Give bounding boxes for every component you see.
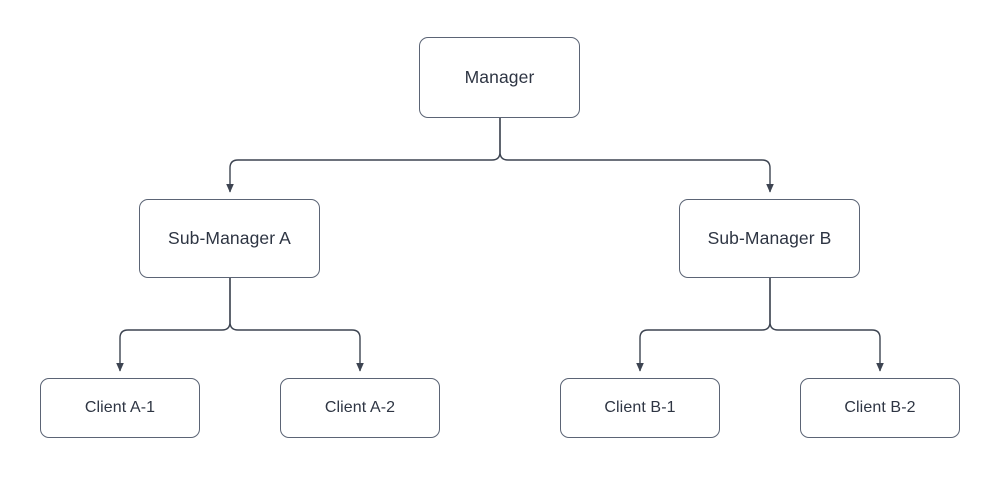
node-client-a-2[interactable]: Client A-2 — [280, 378, 440, 438]
node-manager-label: Manager — [464, 66, 535, 87]
node-client-a-1-label: Client A-1 — [84, 399, 156, 416]
edge-manager-sub-b — [499, 118, 774, 193]
edge-sub-b-client-b-1 — [636, 278, 771, 372]
node-client-b-1-label: Client B-1 — [604, 399, 676, 416]
node-client-b-2[interactable]: Client B-2 — [800, 378, 960, 438]
edge-sub-a-client-a-2 — [229, 278, 364, 372]
edge-manager-sub-a — [226, 118, 501, 193]
node-client-a-2-label: Client A-2 — [324, 399, 396, 416]
node-sub-manager-b[interactable]: Sub-Manager B — [679, 199, 860, 278]
edge-sub-a-client-a-1 — [116, 278, 231, 372]
node-client-b-2-label: Client B-2 — [844, 399, 916, 416]
node-client-a-1[interactable]: Client A-1 — [40, 378, 200, 438]
node-manager[interactable]: Manager — [419, 37, 580, 118]
node-sub-manager-b-label: Sub-Manager B — [707, 227, 832, 248]
node-sub-manager-a-label: Sub-Manager A — [168, 227, 291, 248]
node-client-b-1[interactable]: Client B-1 — [560, 378, 720, 438]
node-sub-manager-a[interactable]: Sub-Manager A — [139, 199, 320, 278]
edge-sub-b-client-b-2 — [769, 278, 884, 372]
